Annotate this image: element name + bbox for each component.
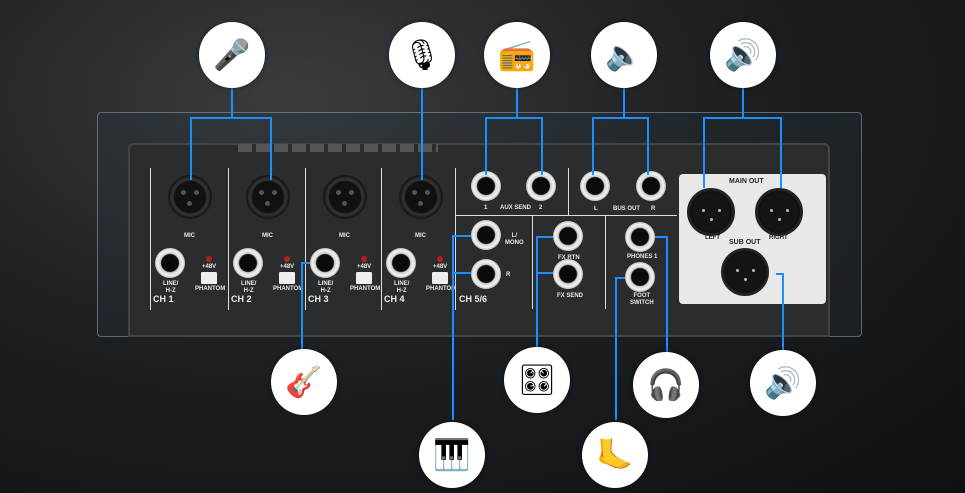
electric-guitar-icon: 🎸: [271, 349, 337, 415]
phones-label: PHONES 1: [627, 254, 658, 260]
sub-out-xlr[interactable]: [721, 248, 769, 296]
line-hz-jack[interactable]: [386, 248, 416, 278]
keyboard-icon: 🎹: [419, 422, 485, 488]
line-hz-jack[interactable]: [310, 248, 340, 278]
left-label: LEFT: [705, 235, 720, 241]
channel-label: CH 1: [153, 294, 174, 304]
aux-send-1-jack[interactable]: [471, 171, 501, 201]
wireless-microphone-icon: 🎤: [199, 22, 265, 88]
right-label: RIGHT: [769, 235, 788, 241]
main-out-right-xlr[interactable]: [755, 188, 803, 236]
foot-switch-label: FOOT SWITCH: [630, 293, 654, 306]
ch56-label: CH 5/6: [459, 294, 488, 304]
line-hz-label: LINE/ H-Z: [394, 281, 410, 294]
line-hz-label: LINE/ H-Z: [241, 281, 257, 294]
mic-label: MIC: [184, 233, 195, 239]
main-out-plate: MAIN OUT LEFT RIGHT SUB OUT: [679, 174, 826, 304]
mic-label: MIC: [339, 233, 350, 239]
stage-monitor-speaker-icon: 🔈: [591, 22, 657, 88]
effects-pedal-icon: 🎛: [504, 347, 570, 413]
mic-xlr-input[interactable]: [246, 175, 290, 219]
line-hz-jack[interactable]: [155, 248, 185, 278]
foot-switch-icon: 🦶: [582, 422, 648, 488]
line-hz-jack[interactable]: [233, 248, 263, 278]
aux-1-label: 1: [484, 205, 488, 211]
phantom-48v-label: +48V: [280, 264, 295, 270]
phantom-led: [361, 256, 367, 262]
phantom-power-button[interactable]: [279, 272, 295, 284]
channel-label: CH 4: [384, 294, 405, 304]
ch56-right-label: R: [506, 272, 511, 278]
aux-2-label: 2: [539, 205, 543, 211]
phantom-48v-label: +48V: [202, 264, 217, 270]
headphones-icon: 🎧: [633, 352, 699, 418]
phantom-label: PHANTOM: [195, 286, 226, 292]
ch56-right-jack[interactable]: [471, 259, 501, 289]
fx-send-jack[interactable]: [553, 259, 583, 289]
bus-out-l-jack[interactable]: [580, 171, 610, 201]
phantom-power-button[interactable]: [201, 272, 217, 284]
phantom-label: PHANTOM: [426, 286, 457, 292]
line-hz-label: LINE/ H-Z: [318, 281, 334, 294]
bus-r-label: R: [651, 206, 656, 212]
bus-out-label: BUS OUT: [613, 206, 640, 212]
fx-rtn-label: FX RTN: [558, 255, 580, 261]
fx-send-label: FX SEND: [557, 293, 584, 299]
phantom-power-button[interactable]: [432, 272, 448, 284]
phantom-48v-label: +48V: [357, 264, 372, 270]
channel-label: CH 3: [308, 294, 329, 304]
ch56-left-jack[interactable]: [471, 220, 501, 250]
mic-label: MIC: [415, 233, 426, 239]
aux-send-label: AUX SEND: [500, 205, 532, 211]
vent: [238, 144, 438, 152]
bookshelf-speakers-icon: 🔊: [710, 22, 776, 88]
aux-send-2-jack[interactable]: [526, 171, 556, 201]
phantom-power-button[interactable]: [356, 272, 372, 284]
foot-switch-jack[interactable]: [625, 262, 655, 292]
home-speaker-system-icon: 🔊: [750, 350, 816, 416]
sub-out-label: SUB OUT: [729, 239, 761, 246]
phantom-48v-label: +48V: [433, 264, 448, 270]
phantom-label: PHANTOM: [273, 286, 304, 292]
phantom-led: [284, 256, 290, 262]
ch56-left-label: L/ MONO: [505, 233, 524, 246]
wireless-in-ear-monitor-icon: 📻: [484, 22, 550, 88]
channel-label: CH 2: [231, 294, 252, 304]
phantom-led: [206, 256, 212, 262]
phantom-led: [437, 256, 443, 262]
main-out-left-xlr[interactable]: [687, 188, 735, 236]
phantom-label: PHANTOM: [350, 286, 381, 292]
mic-xlr-input[interactable]: [168, 175, 212, 219]
fx-rtn-jack[interactable]: [553, 221, 583, 251]
main-out-label: MAIN OUT: [729, 178, 764, 185]
bus-l-label: L: [594, 206, 598, 212]
line-hz-label: LINE/ H-Z: [163, 281, 179, 294]
bus-out-r-jack[interactable]: [636, 171, 666, 201]
mic-label: MIC: [262, 233, 273, 239]
mic-xlr-input[interactable]: [323, 175, 367, 219]
phones-jack[interactable]: [625, 222, 655, 252]
condenser-microphone-icon: 🎙: [389, 22, 455, 88]
